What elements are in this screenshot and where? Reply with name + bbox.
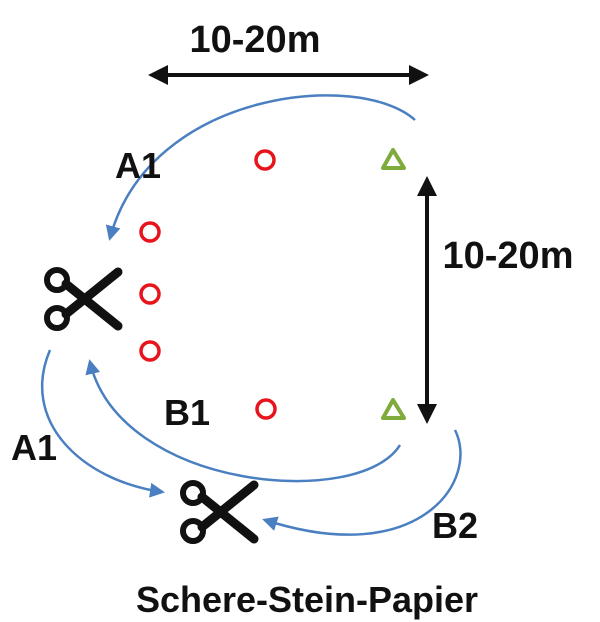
horizontal-distance-label: 10-20m [190, 19, 321, 61]
scissors-icon [180, 480, 259, 544]
route-b2-arrow [262, 429, 462, 536]
route-b2-label: B2 [432, 505, 478, 546]
circle-marker [139, 340, 161, 362]
circle-marker [139, 221, 161, 243]
triangle-marker [381, 398, 406, 420]
route-a1-bottom-arrow [40, 349, 165, 498]
route-a1-bottom-label: A1 [11, 427, 57, 468]
diagram-caption: Schere-Stein-Papier [136, 579, 478, 620]
vertical-distance-label: 10-20m [443, 235, 574, 277]
route-a1-top-arrow [105, 94, 416, 241]
route-a1-top-label: A1 [115, 145, 161, 186]
route-b1-arrow [85, 359, 402, 483]
triangle-marker [381, 148, 406, 170]
circle-marker [139, 283, 161, 305]
circle-marker [255, 398, 277, 420]
scissors-icon [44, 267, 123, 331]
route-b1-label: B1 [164, 392, 210, 433]
circle-marker [254, 149, 276, 171]
